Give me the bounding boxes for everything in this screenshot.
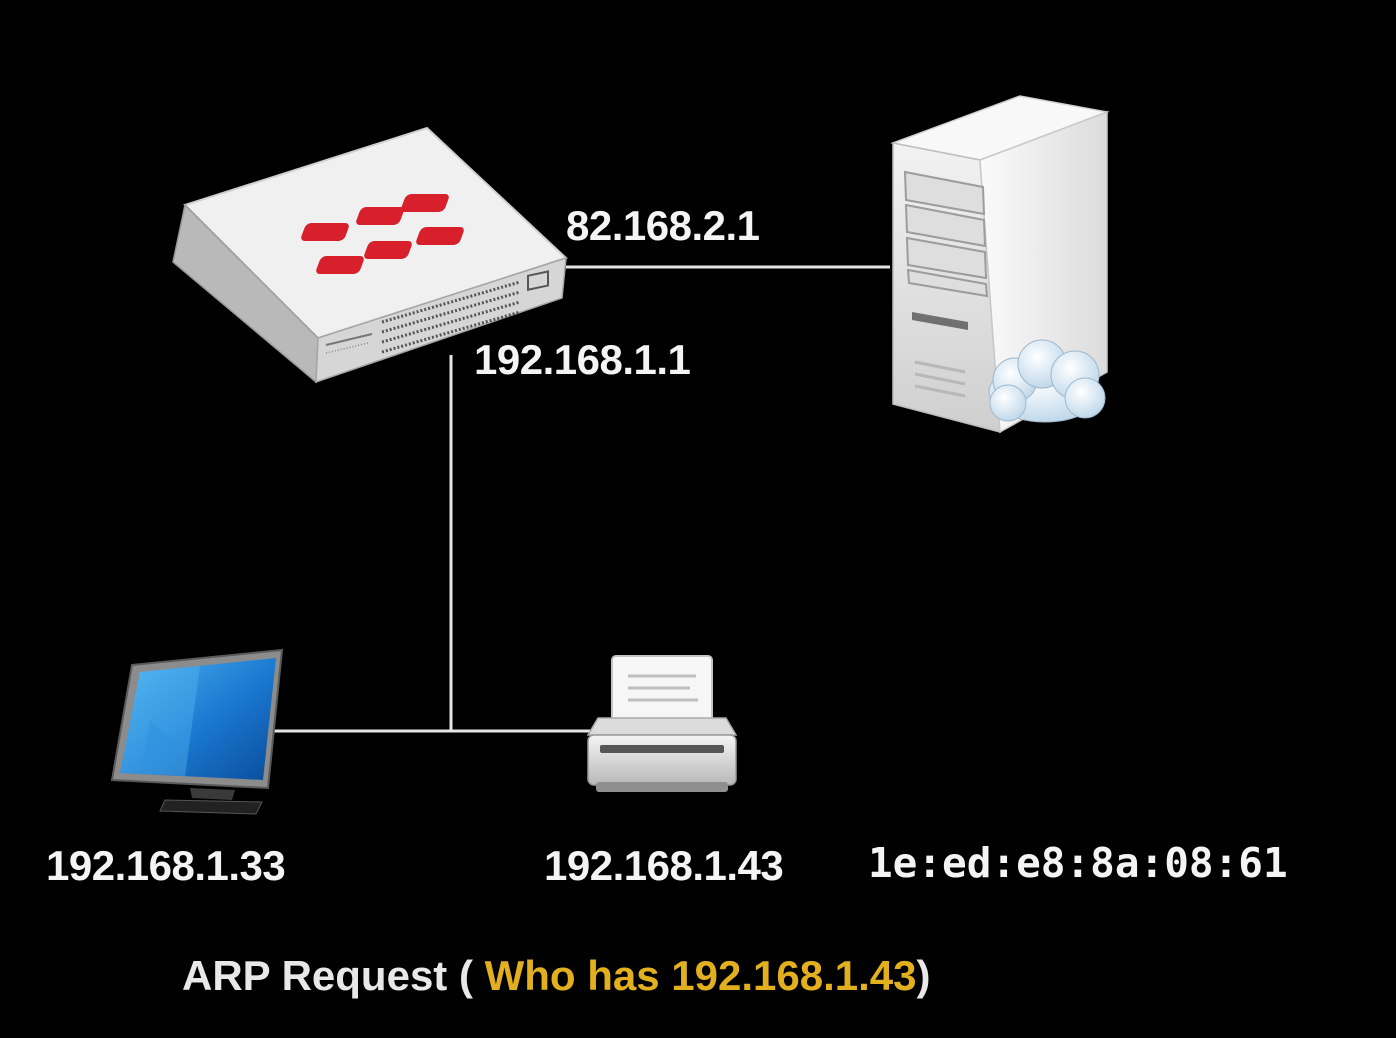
arp-request-caption: ARP Request ( Who has 192.168.1.43): [182, 955, 931, 997]
cloud-icon: [988, 339, 1106, 423]
connection-lines: [268, 265, 890, 733]
firewall-icon: [172, 126, 568, 384]
printer-ip-label: 192.168.1.43: [544, 842, 784, 889]
server-icon: [890, 95, 1110, 434]
caption-highlight: Who has 192.168.1.43: [472, 952, 917, 999]
printer-mac-label: 1e:ed:e8:8a:08:61: [868, 839, 1288, 887]
caption-prefix: ARP Request (: [182, 952, 473, 999]
fortinet-logo-icon: [301, 194, 464, 274]
lan-ip-label: 192.168.1.1: [474, 336, 691, 383]
monitor-icon: [110, 648, 284, 815]
computer-ip-label: 192.168.1.33: [46, 842, 286, 889]
drive-bays: [903, 170, 989, 298]
wan-ip-label: 82.168.2.1: [566, 202, 760, 249]
printer-icon: [586, 655, 738, 792]
caption-suffix: ): [916, 952, 931, 999]
